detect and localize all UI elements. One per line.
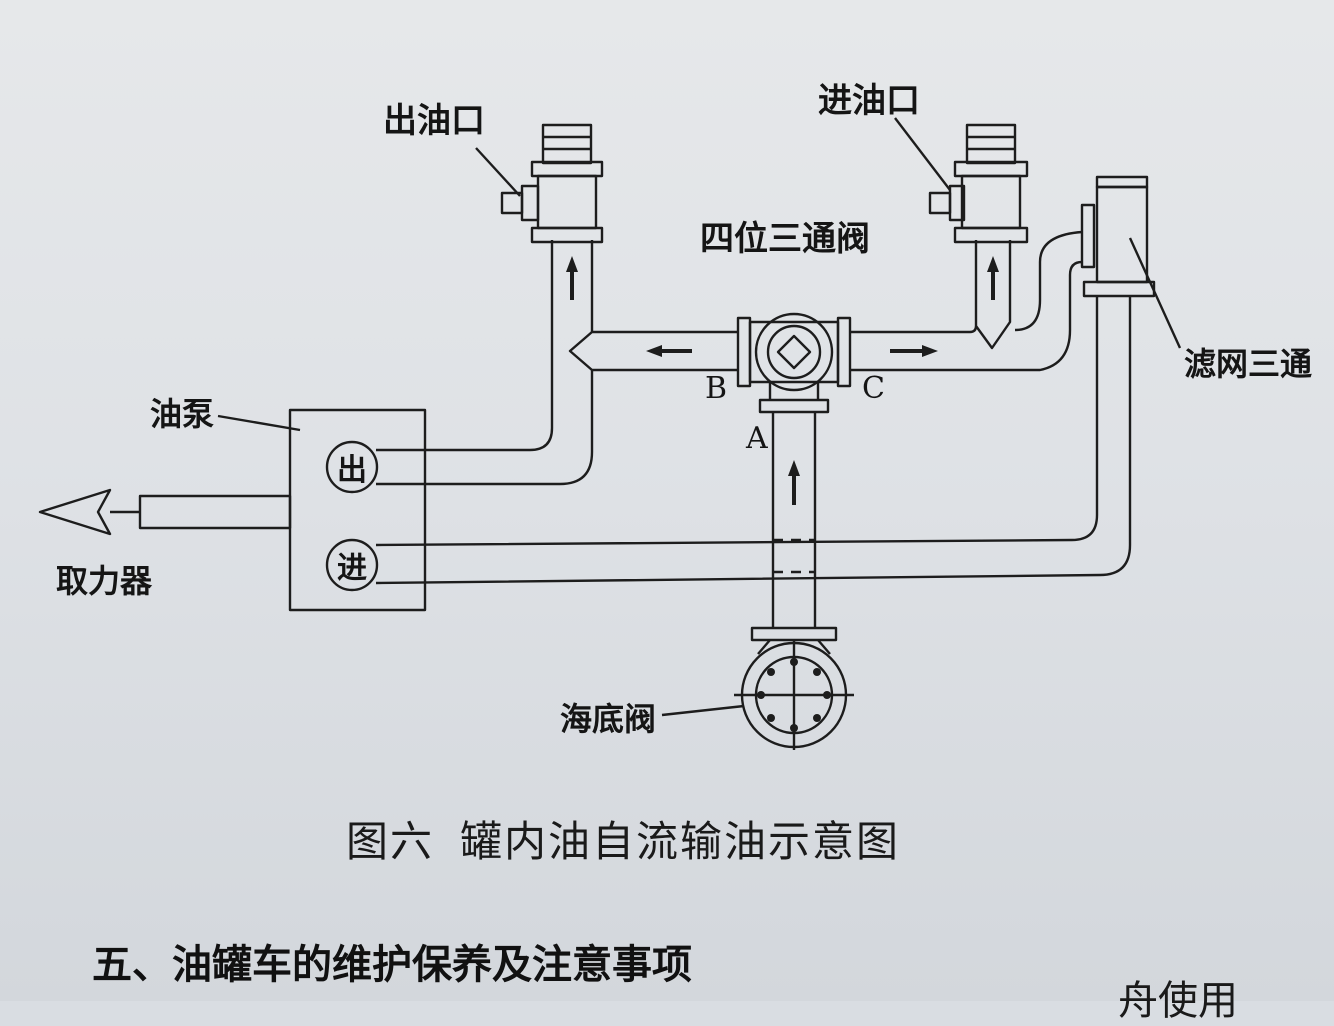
- pipe-pump-to-outlet: [376, 240, 594, 486]
- leader-outlet: [475, 147, 521, 197]
- figure-title: 罐内油自流输油示意图: [460, 817, 901, 866]
- leader-filter: [1128, 237, 1182, 349]
- label-pump: 油泵: [150, 395, 214, 433]
- pipe-c-to-inlet: [850, 240, 1015, 372]
- pto-arrow: [38, 488, 140, 536]
- pump-in-circle: [325, 538, 379, 592]
- label-pto: 取力器: [56, 562, 153, 600]
- label-inlet: 进油口: [818, 81, 920, 121]
- arrow-up-a: [788, 460, 800, 505]
- section-heading: 五、油罐车的维护保养及注意事项: [92, 942, 692, 988]
- valve-body: [748, 320, 840, 384]
- valve-flange-a: [758, 398, 830, 414]
- leader-pump: [217, 414, 301, 432]
- filter-cap: [1095, 175, 1149, 189]
- arrow-up-outlet: [566, 256, 578, 300]
- inlet-flange-bottom: [953, 226, 1029, 244]
- leader-inlet: [894, 117, 951, 191]
- label-pump-out: 出: [337, 453, 367, 488]
- pump-out-circle: [325, 440, 379, 494]
- inlet-valve-body: [960, 174, 1022, 230]
- inlet-cap: [965, 123, 1017, 165]
- pipe-a-vertical: [771, 412, 817, 628]
- label-outlet: 出油口: [383, 101, 485, 141]
- valve-flange-c: [836, 316, 852, 388]
- filter-bottom-flange: [1082, 280, 1156, 298]
- sea-valve-flange: [750, 626, 838, 642]
- label-port-b: B: [705, 371, 727, 406]
- figure-number: 图六: [346, 817, 435, 866]
- inlet-handle: [928, 191, 952, 215]
- outlet-valve-body: [536, 174, 598, 230]
- flow-diagram: 出油口 进油口 四位三通阀 滤网三通 油泵 出 进 取力器 海底阀 A B C: [38, 81, 1312, 750]
- pipe-to-filter: [1014, 230, 1083, 372]
- clipped-body-text: 舟使用: [1118, 978, 1238, 1024]
- sea-valve-bolts: [757, 658, 831, 732]
- filter-side-flange: [1080, 203, 1096, 269]
- arrow-left-b: [646, 345, 692, 357]
- valve-rotor-outer: [754, 312, 834, 392]
- label-four-way-valve: 四位三通阀: [700, 219, 870, 259]
- label-pump-in: 进: [337, 551, 367, 586]
- label-filter-tee: 滤网三通: [1184, 345, 1312, 383]
- pipe-b-to-outlet: [568, 330, 738, 372]
- outlet-flange-bottom: [530, 226, 604, 244]
- pto-shaft: [138, 494, 292, 530]
- filter-mesh: [1095, 185, 1149, 284]
- label-port-a: A: [745, 421, 768, 456]
- flow-arrows: [566, 256, 999, 505]
- valve-flange-b: [736, 316, 752, 388]
- pipe-filter-to-pump: [375, 296, 1132, 585]
- label-sea-valve: 海底阀: [560, 700, 656, 738]
- valve-rotor-inner: [766, 324, 822, 380]
- arrow-up-inlet: [987, 256, 999, 300]
- leader-sea-valve: [661, 704, 745, 717]
- valve-diamond: [776, 334, 812, 370]
- figure-caption: 图六罐内油自流输油示意图: [346, 808, 900, 869]
- arrow-right-c: [890, 345, 938, 357]
- outlet-cap: [541, 123, 593, 165]
- label-port-c: C: [862, 371, 885, 406]
